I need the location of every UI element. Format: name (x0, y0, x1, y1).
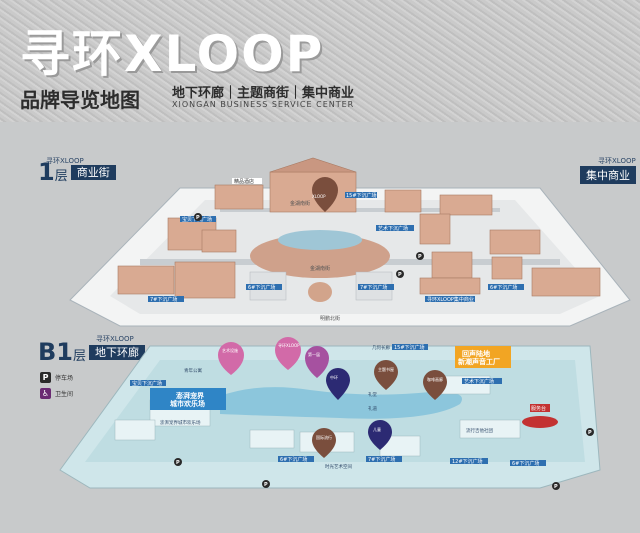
b1-pin-anime[interactable] (275, 337, 301, 370)
b1-label-city-gallery: 澎湃宠界城市欢乐场 (160, 419, 201, 426)
label-xloop-mall: 寻环XLOOP集中商业 (427, 296, 474, 303)
label-service-desk: 服务台 (531, 405, 546, 412)
pin-label-bookstore: 主题书屋 (378, 366, 394, 372)
b1-label-guitar: 流行吉他社团 (466, 427, 493, 434)
label-6-sunken: 6#下沉广场 (248, 284, 275, 291)
svg-text:P: P (554, 484, 558, 490)
road-south: 金湖南街 (310, 265, 330, 272)
parking-icon: P (40, 372, 51, 383)
road-north: 金湖南街 (290, 200, 310, 207)
page-english-title: XIONGAN BUSINESS SERVICE CENTER (172, 100, 355, 109)
label-7-sunken: 7#下沉广场 (360, 284, 387, 291)
page-title: 寻环XLOOP (20, 25, 325, 83)
pin-label-cyk: 第一届 (308, 351, 320, 357)
svg-text:P: P (196, 215, 200, 221)
b1-label-hall: 礼堂 (368, 391, 377, 398)
floor1-brand: 寻环XLOOP (46, 157, 84, 165)
floor1-badge[interactable]: 1层商业街 (38, 158, 116, 186)
pin-label-lake-dining: 中环 (330, 374, 338, 380)
floor1-right-brand: 寻环XLOOP (598, 157, 636, 165)
map-legend: P 停车场 ♿ 卫生间 (40, 372, 73, 404)
legend-toilet: ♿ 卫生间 (40, 388, 73, 399)
b1-pin-bookstore[interactable] (374, 360, 398, 390)
floorb1-map: 服务台 澎湃宠界 城市欢乐场 回声陆地 新潮声音工厂 (59, 337, 601, 489)
svg-text:P: P (418, 254, 422, 260)
svg-text:P: P (264, 482, 268, 488)
b1-pin-music-fest[interactable] (312, 428, 336, 458)
b1-label-path: 礼道 (368, 405, 377, 412)
page-tags: 地下环廊｜主题商街｜集中商业 (172, 86, 355, 101)
b1-pin-kids[interactable] (368, 420, 392, 450)
label-7b-sunken: 7#下沉广场 (150, 296, 177, 303)
floor1-name: 商业街 (70, 165, 116, 180)
label-pet-world-1: 澎湃宠界 (176, 391, 205, 400)
svg-text:P: P (398, 272, 402, 278)
b1-pin-lake-dining[interactable] (326, 368, 350, 400)
b1-label-time-art: 时光艺术空间 (325, 463, 352, 470)
floorb1-badge[interactable]: B1层地下环廊 (38, 338, 146, 366)
svg-text:P: P (176, 460, 180, 466)
header-banner: 寻环XLOOP 品牌导览地图 地下环廊｜主题商街｜集中商业 XIONGAN BU… (0, 0, 640, 122)
page-subtitle: 品牌导览地图 (20, 88, 140, 112)
label-pet-world-2: 城市欢乐场 (170, 399, 205, 408)
label-echo-land-2: 新潮声音工厂 (458, 357, 500, 366)
b1-label-6-sunken: 6#下沉广场 (280, 456, 307, 463)
label-art-sunken: 艺术下沉广场 (378, 225, 408, 232)
b1-label-7-sunken: 7#下沉广场 (368, 456, 395, 463)
pin-label-kids: 儿童 (373, 426, 381, 432)
label-15-sunken: 15#下沉广场 (346, 192, 377, 199)
b1-label-15-sunken: 15#下沉广场 (394, 344, 425, 351)
legend-toilet-label: 卫生间 (55, 391, 74, 398)
floorb1-number: B1 (38, 338, 73, 366)
b1-pin-concert[interactable] (218, 342, 244, 375)
toilet-icon: ♿ (40, 388, 51, 399)
service-desk-label-bg (530, 404, 550, 412)
b1-label-geometric: 几何长廊 (372, 344, 390, 351)
label-6b-sunken: 6#下沉广场 (490, 284, 517, 291)
label-boutique-hotel: 精品酒店 (234, 178, 254, 185)
floor1-number: 1 (38, 158, 55, 186)
pin-label-music-fest: 国际流行 (316, 434, 332, 440)
floor1-pin[interactable] (312, 177, 338, 212)
b1-label-art-sunken: 艺术下沉广场 (464, 378, 494, 385)
highlight-pet-world[interactable]: 澎湃宠界 城市欢乐场 (150, 388, 226, 410)
legend-parking-label: 停车场 (55, 375, 74, 382)
floorb1-name: 地下环廊 (89, 345, 146, 360)
svg-text:P: P (588, 430, 592, 436)
floor1-unit: 层 (54, 169, 68, 184)
pin-label-coffee: 咖啡画廊 (427, 376, 443, 382)
pin-label-concert: 艺术设施 (222, 347, 238, 353)
floorb1-brand: 寻环XLOOP (96, 335, 134, 343)
floor1-map: 精品酒店 15#下沉广场 宝贝下沉广场 艺术下沉广场 6#下沉广场 7#下沉广场… (69, 157, 631, 327)
b1-label-12-sunken: 12#下沉广场 (452, 458, 483, 465)
floorb1-unit: 层 (73, 349, 87, 364)
legend-parking: P 停车场 (40, 372, 73, 383)
b1-pin-cyk[interactable] (305, 346, 329, 378)
floor1-right-name[interactable]: 集中商业 (580, 166, 636, 184)
b1-pin-coffee[interactable] (423, 370, 447, 400)
pin-label-anime: 寻环XLOOP (278, 343, 300, 348)
b1-label-baby-sunken: 宝贝下沉广场 (132, 380, 162, 387)
highlight-echo-land[interactable]: 回声陆地 新潮声音工厂 (455, 346, 511, 368)
b1-label-apartment: 青年公寓 (184, 367, 202, 374)
parking-markers: P P P P P P P (174, 213, 594, 490)
road-mingpeng: 明鹏北街 (320, 315, 340, 322)
b1-label-6b-sunken: 6#下沉广场 (512, 460, 539, 467)
label-echo-land-1: 回声陆地 (462, 349, 490, 358)
label-pin-center: XLOOP (312, 194, 326, 199)
